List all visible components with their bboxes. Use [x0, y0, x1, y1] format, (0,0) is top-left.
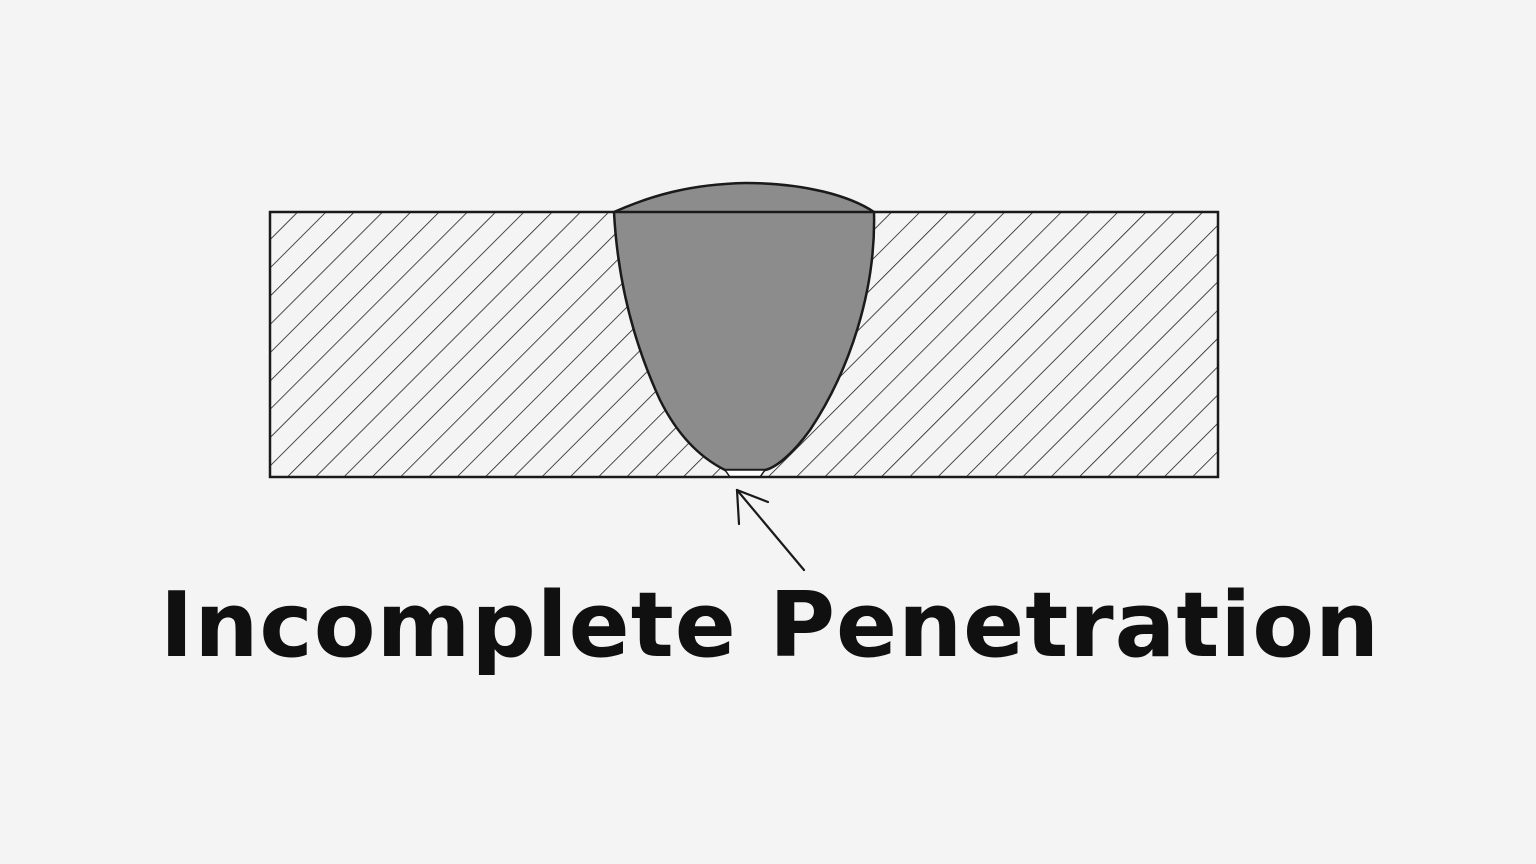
diagram-caption: Incomplete Penetration	[159, 573, 1381, 678]
arrow-pointer-icon	[735, 488, 806, 572]
weld-bead	[612, 181, 876, 472]
plate-outline	[268, 210, 1220, 479]
